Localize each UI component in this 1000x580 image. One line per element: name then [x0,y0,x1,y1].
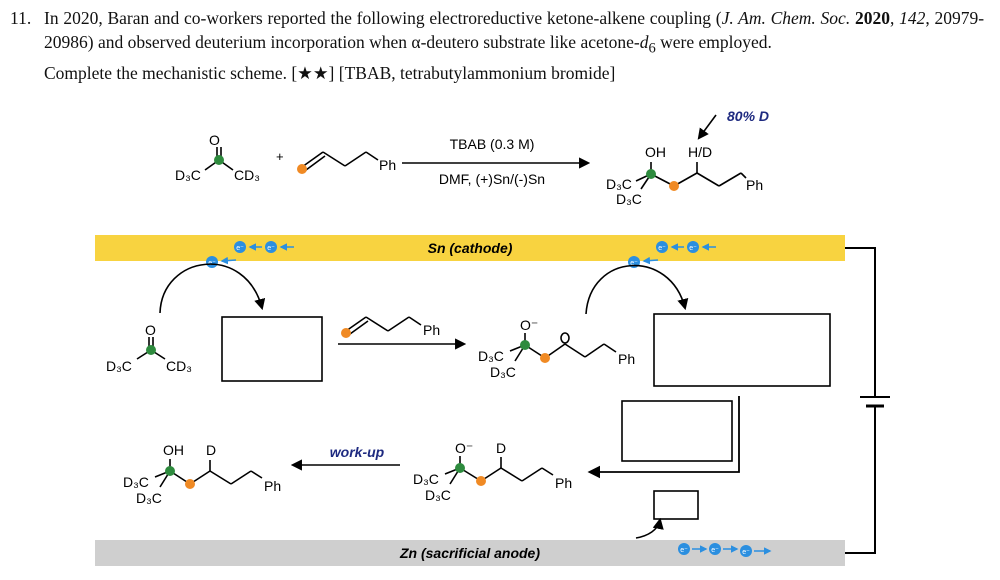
svg-text:e⁻: e⁻ [680,547,688,554]
question-number: 11. [10,8,32,28]
electron-transfer-arrow-left [159,263,266,314]
anode-label: Zn (sacrificial anode) [399,545,540,561]
electron-dot [740,545,752,557]
final-oh: OH [163,442,184,458]
mechanism-ketone: O D₃C CD₃ [106,322,192,374]
conditions-top: TBAB (0.3 M) [450,136,535,152]
final-product: OH D D₃C D₃C Ph [123,442,281,506]
svg-text:e⁻: e⁻ [711,547,719,554]
radical-phenyl: Ph [618,351,635,367]
cathode-label: Sn (cathode) [428,240,513,256]
orange-carbon-atom [540,353,550,363]
alkene-phenyl: Ph [379,157,396,173]
svg-text:e⁻: e⁻ [267,245,275,252]
top-ketone: O D₃C CD₃ [175,132,260,183]
plus-sign: + [276,149,284,164]
final-methyl-1: D₃C [123,474,149,490]
journal-year: 2020 [850,8,890,28]
conditions-bottom: DMF, (+)Sn/(-)Sn [439,171,545,187]
electron-dot [709,543,721,555]
answer-box-deuterium-source[interactable] [621,400,733,462]
product-phenyl: Ph [746,177,763,193]
question-instruction: Complete the mechanistic scheme. [★★] [T… [44,62,616,83]
electron-transfer-arrow-right [585,264,689,315]
electron-dot [265,241,277,253]
mech-ketone-oxygen: O [145,322,156,338]
circuit-wire-bottom [845,406,876,554]
journal-volume: 142 [899,8,926,28]
alkoxide-methyl-2: D₃C [425,487,451,503]
radical-oxygen: O⁻ [520,317,538,333]
product-methyl-1: D₃C [606,176,632,192]
orange-carbon-atom [669,181,679,191]
alkoxide-intermediate: O⁻ D D₃C D₃C Ph [413,440,572,503]
cathode-bar [95,235,845,261]
mech-ketone-right: CD₃ [166,358,192,374]
box-to-alkoxide-arrow [587,396,740,479]
green-carbon-atom [646,169,656,179]
answer-box-carbanion[interactable] [653,313,831,387]
anode-electrons: e⁻ e⁻ e⁻ [678,543,772,557]
radical-orbital [560,332,570,344]
answer-box-ketyl[interactable] [221,316,323,382]
orange-carbon-atom [476,476,486,486]
svg-text:e⁻: e⁻ [630,260,638,267]
final-methyl-2: D₃C [136,490,162,506]
alkoxide-deuterium: D [496,440,506,456]
product-methyl-2: D₃C [616,191,642,207]
question-body: In 2020, Baran and co-workers reported t… [44,8,985,83]
green-carbon-atom [165,466,175,476]
work-up-label: work-up [330,444,385,460]
ketone-left-methyl: D₃C [175,167,201,183]
anode-bar [95,540,845,566]
product-hd: H/D [688,144,712,160]
svg-text:e⁻: e⁻ [236,245,244,252]
alkoxide-oxygen: O⁻ [455,440,473,456]
orange-carbon-atom [341,328,351,338]
green-carbon-atom [520,340,530,350]
answer-box-zinc-species[interactable] [653,490,699,520]
green-carbon-atom [455,463,465,473]
electron-dot [234,241,246,253]
ketone-oxygen-label: O [209,132,220,148]
top-alkene: Ph [297,151,396,174]
product-oh: OH [645,144,666,160]
final-deuterium: D [206,442,216,458]
electron-dot [656,241,668,253]
svg-text:e⁻: e⁻ [689,245,697,252]
green-carbon-atom [214,155,224,165]
orange-carbon-atom [297,164,307,174]
journal-name: J. Am. Chem. Soc. [721,8,851,28]
electron-dot [687,241,699,253]
mechanism-alkene: Ph [341,316,440,338]
annotation-arrow [697,114,717,140]
mech-ketone-left: D₃C [106,358,132,374]
svg-text:e⁻: e⁻ [658,245,666,252]
orange-carbon-atom [185,479,195,489]
radical-intermediate: O⁻ D₃C D₃C Ph [478,317,635,380]
alkoxide-methyl-1: D₃C [413,471,439,487]
electron-dot [678,543,690,555]
top-product: OH H/D D₃C D₃C Ph [606,144,763,207]
alkoxide-phenyl: Ph [555,475,572,491]
anode-to-box-arrow [635,517,664,539]
radical-methyl-1: D₃C [478,348,504,364]
deuterium-annotation: 80% D [727,108,769,124]
final-phenyl: Ph [264,478,281,494]
circuit-wire-top [845,247,876,397]
radical-methyl-2: D₃C [490,364,516,380]
ketone-right-methyl: CD₃ [234,167,260,183]
mech-alkene-phenyl: Ph [423,322,440,338]
green-carbon-atom [146,345,156,355]
svg-text:e⁻: e⁻ [742,549,750,556]
